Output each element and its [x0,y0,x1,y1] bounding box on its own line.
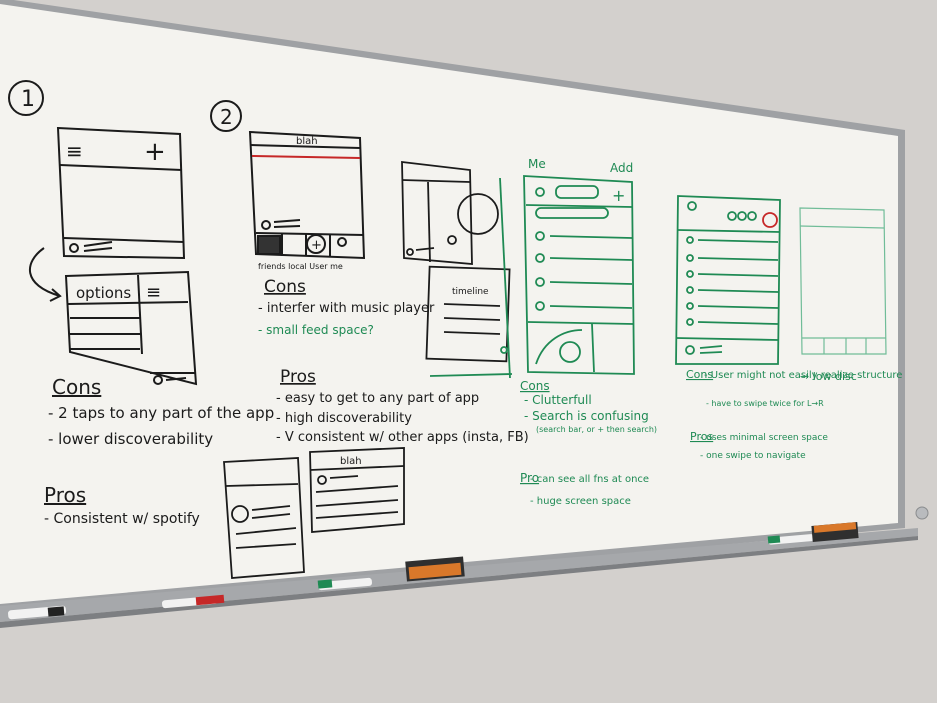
sketch-2-cons-2: - small feed space? [258,323,374,337]
sketch-5 [799,207,887,355]
bottom-sketch-header-label: blah [340,456,362,467]
sketch-2-pros-2: - high discoverability [276,411,412,426]
sketch-3-cons-heading: Cons [520,379,550,393]
sketch-3-pros-2: - huge screen space [530,496,631,507]
eraser-right [811,522,859,542]
sketch-1-pros-1: - Consistent w/ spotify [44,511,200,527]
sketch-1-pros-heading: Pros [44,483,86,507]
sketch-1-cons-2: - lower discoverability [48,430,213,448]
svg-text:+: + [311,238,322,253]
sketch-2-tab-labels: friends local User me [258,262,343,271]
sketch-2-number-circle [210,100,242,132]
sketch-2-cons-heading: Cons [264,277,306,297]
bottom-sketches [223,447,405,579]
options-label: options [76,284,131,302]
sketch-2-pros-heading: Pros [280,367,316,387]
sketch-3-header-me: Me [528,157,546,171]
sketch-1-phone-options [64,270,198,386]
sketch-4 [675,195,781,365]
bottom-phone-left [223,457,305,579]
sketch-2: 2 + blah friends local User me [210,100,366,271]
sketch-3-green: + [429,175,635,379]
sketch-1-cons-1: - 2 taps to any part of the app [48,404,274,422]
sketch-3-phone-main [523,175,635,375]
marker-black [8,605,67,620]
plus-glyph: + [144,137,166,167]
marker-red [162,594,225,609]
sketch-3: timeline [401,160,511,363]
sketch-2-pros-3: - V consistent w/ other apps (insta, FB) [276,430,529,445]
sketch-4-cons-heading: Cons [686,368,713,381]
sketch-3-cons-2: - Search is confusing [524,409,649,423]
svg-text:≡: ≡ [146,282,161,303]
sketch-1-cons-heading: Cons [52,375,101,399]
eraser-left [405,556,465,582]
tray-knob [915,506,929,520]
sketch-1-phone [56,126,186,260]
sketch-3-cons-1: - Clutterfull [524,393,592,407]
sketch-2-number: 2 [220,105,233,129]
marker-green [317,577,372,591]
sketch-4-cons-1: - User might not easily realize structur… [704,370,902,381]
menu-glyph: ≡ [66,139,83,163]
bottom-phone-right [309,447,405,533]
sketch-2-cons-1: - interfer with music player [258,301,435,316]
sketch-4-phone [675,195,781,365]
sketch-2-header-label: blah [296,136,318,147]
sketch-1: 1 ≡ + options ≡ [8,80,198,386]
sketch-1-arrow [29,247,62,302]
sketch-4-pros-2: - one swipe to navigate [700,451,806,461]
sketch-5-phone-faint [799,207,887,355]
sketch-4-cons-2: - have to swipe twice for L→R [706,399,824,408]
marker-green-right [767,534,814,545]
sketch-3-cons-3: (search bar, or + then search) [536,425,657,434]
sketch-3-timeline-screen [425,265,511,363]
sketch-4-pros-heading: Pros [690,430,713,443]
sketch-2-phone [248,130,366,260]
sketch-4-cons-3: → low disc [800,370,857,383]
sketch-3-pros-heading: Pro [520,471,539,485]
sketch-3-header-add: Add [610,161,633,175]
sketch-3-phone-left [401,160,473,265]
sketch-3-pros-1: - can see all fns at once [530,474,649,485]
sketch-1-number: 1 [21,87,35,112]
sketch-2-pros-1: - easy to get to any part of app [276,391,479,406]
sketch-3-inner-label: timeline [452,287,489,297]
svg-text:+: + [612,186,625,205]
sketch-4-pros-1: - uses minimal screen space [700,433,828,443]
sketch-1-number-circle [8,80,44,116]
